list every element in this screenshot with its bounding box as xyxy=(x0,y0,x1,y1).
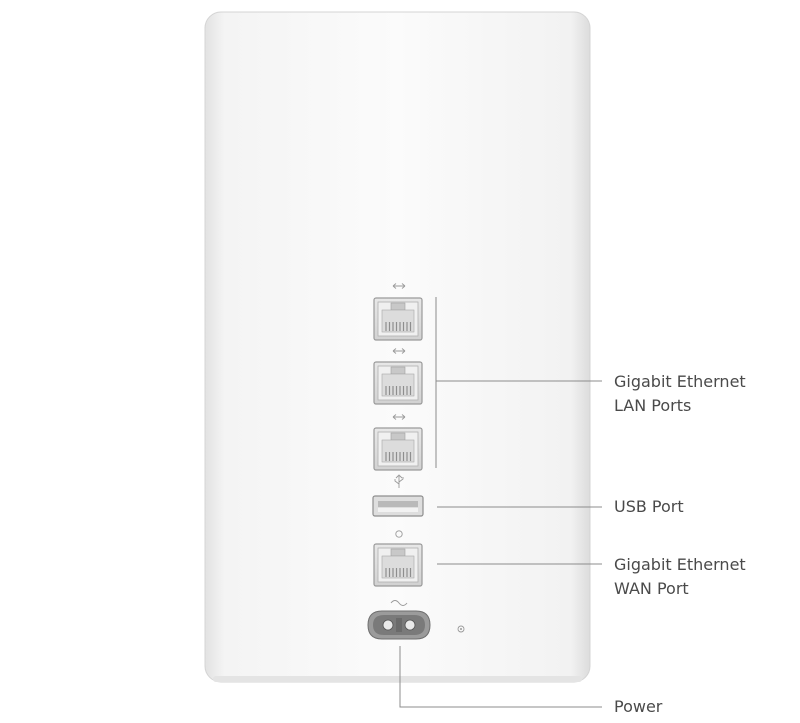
label-usb-line: USB Port xyxy=(614,497,684,516)
label-lan-line2: LAN Ports xyxy=(614,396,692,415)
leader-lines xyxy=(399,297,602,708)
usb-trident-icon xyxy=(394,474,404,488)
label-usb-port: USB Port xyxy=(614,495,684,519)
label-power: Power xyxy=(614,695,662,719)
tilde-icon xyxy=(390,600,408,606)
lan-port-2 xyxy=(373,361,423,405)
device-base-shadow xyxy=(213,676,582,682)
lan-port-3 xyxy=(373,427,423,471)
label-wan-port: Gigabit Ethernet WAN Port xyxy=(614,553,746,601)
circle-icon xyxy=(395,530,403,538)
label-wan-line1: Gigabit Ethernet xyxy=(614,555,746,574)
power-connector xyxy=(367,610,431,640)
label-lan-ports: Gigabit Ethernet LAN Ports xyxy=(614,370,746,418)
usb-port xyxy=(372,495,424,517)
label-wan-line2: WAN Port xyxy=(614,579,689,598)
wan-port xyxy=(373,543,423,587)
double-arrow-icon xyxy=(392,283,406,420)
label-lan-line1: Gigabit Ethernet xyxy=(614,372,746,391)
status-light-icon xyxy=(457,625,465,633)
lan-port-1 xyxy=(373,297,423,341)
label-power-line: Power xyxy=(614,697,663,716)
